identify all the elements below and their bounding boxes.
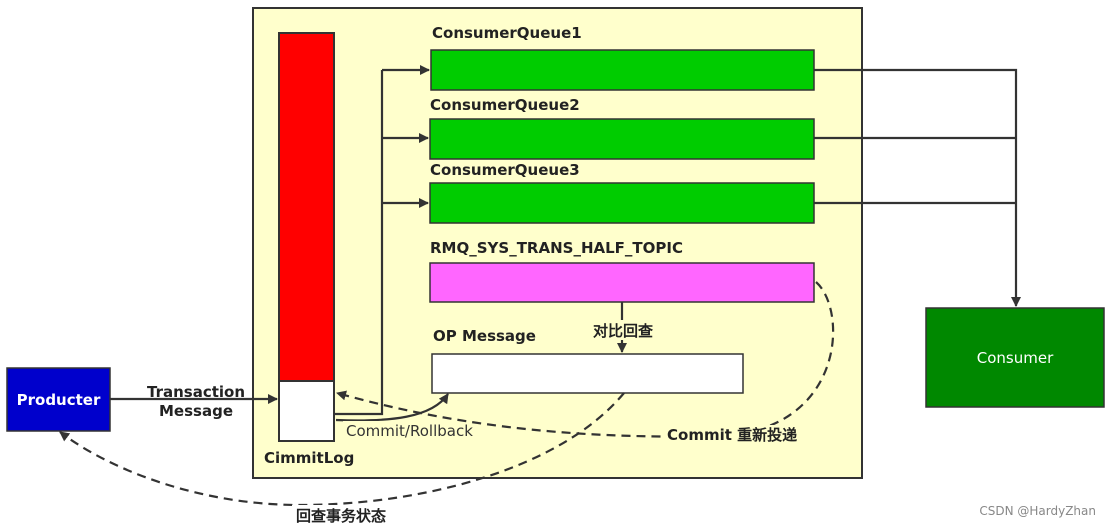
edge-transaction-line2: Message	[159, 402, 233, 420]
edge-commit-rollback-label: Commit/Rollback	[346, 422, 473, 440]
commit-redeliver-bg	[664, 425, 800, 445]
edge-transaction-line1: Transaction	[147, 383, 245, 401]
edge-compare-check-label: 对比回查	[593, 322, 654, 340]
edge-commit-rollback	[335, 393, 449, 422]
producer-label: Producter	[17, 391, 101, 409]
commit-rollback-bg	[343, 421, 477, 440]
commitlog-label: CimmitLog	[264, 449, 354, 467]
edge-commitlog-bus	[334, 70, 384, 416]
cq2-box	[429, 118, 815, 160]
cq3-label: ConsumerQueue3	[430, 161, 580, 179]
consumer-box	[925, 307, 1105, 408]
producer-box	[6, 367, 111, 432]
half-topic-label: RMQ_SYS_TRANS_HALF_TOPIC	[430, 239, 683, 257]
op-message-label: OP Message	[433, 327, 536, 345]
op-message-box	[431, 353, 744, 394]
compare-check-bg	[588, 320, 658, 340]
cq2-label: ConsumerQueue2	[430, 96, 580, 114]
edge-commit-redeliver	[336, 281, 835, 438]
watermark: CSDN @HardyZhan	[979, 504, 1096, 518]
edge-commit-redeliver-label: Commit 重新投递	[667, 426, 797, 444]
check-tx-state-bg	[292, 505, 408, 525]
cq1-label: ConsumerQueue1	[432, 24, 582, 42]
consumer-label: Consumer	[977, 349, 1054, 367]
cq3-box	[429, 182, 815, 224]
commitlog-white-slot	[278, 380, 335, 442]
cq1-box	[430, 49, 815, 91]
half-topic-box	[429, 262, 815, 303]
edge-cq1-to-consumer	[814, 68, 1021, 307]
commitlog-red-bar	[278, 32, 335, 382]
edge-check-tx-state-label: 回查事务状态	[296, 507, 386, 525]
edge-check-tx-state	[59, 392, 625, 507]
